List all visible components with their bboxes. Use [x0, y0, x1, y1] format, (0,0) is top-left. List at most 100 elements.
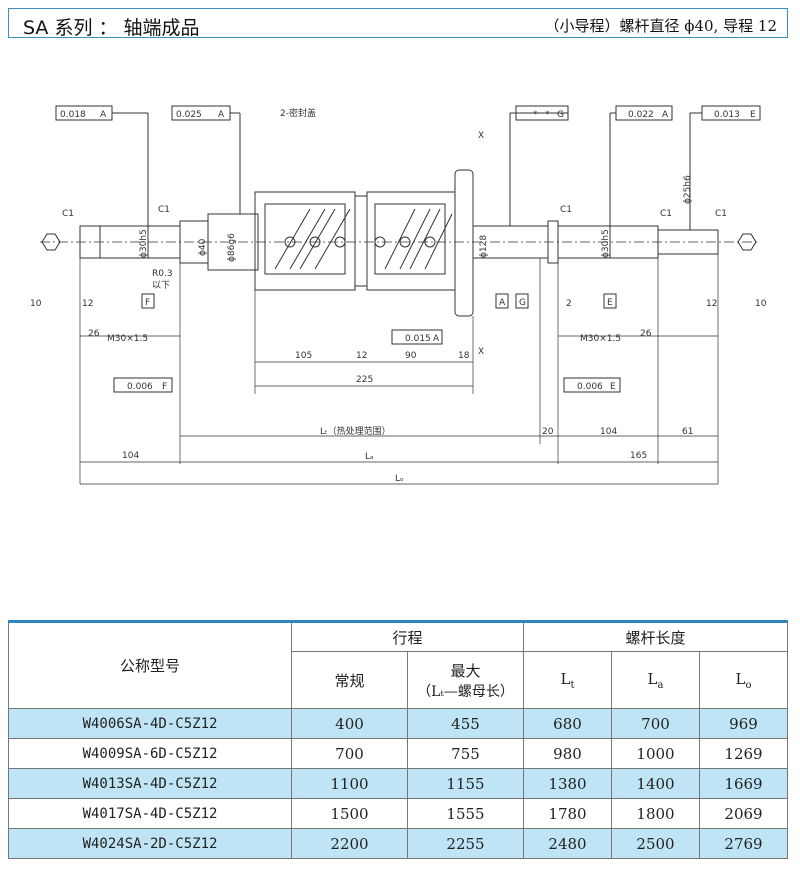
dia-flange: ϕ40 [198, 238, 208, 256]
dim-90: 90 [405, 351, 417, 361]
cell-lo: 969 [699, 708, 788, 739]
table-row: W4013SA-4D-C5Z12 1100 1155 1380 1400 166… [8, 768, 788, 799]
cell-lo: 2069 [699, 798, 788, 829]
cell-max: 2255 [407, 828, 524, 859]
cell-lt: 2480 [523, 828, 612, 859]
tol-flat-3: 0.022 [628, 110, 654, 120]
table-row: W4009SA-6D-C5Z12 700 755 980 1000 1269 [8, 738, 788, 769]
tol-perp-1: 0.015 [405, 334, 431, 344]
label-c1-4: C1 [660, 209, 672, 219]
spec-table-wrap: 公称型号 行程 螺杆长度 常规 最大 （Lₜ—螺母长） Lt La Lo W40… [8, 620, 788, 859]
cell-normal: 1100 [291, 768, 408, 799]
dim-104-left: 104 [122, 451, 139, 461]
cell-model: W4017SA-4D-C5Z12 [8, 798, 292, 829]
label-thread-left: M30×1.5 [107, 334, 148, 344]
cell-max: 1555 [407, 798, 524, 829]
col-stroke: 行程 [291, 621, 524, 652]
cell-la: 1000 [611, 738, 700, 769]
cell-lt: 980 [523, 738, 612, 769]
col-lt-main: L [560, 669, 571, 688]
tol-perp-2: 0.006 [127, 382, 153, 392]
cell-model: W4006SA-4D-C5Z12 [8, 708, 292, 739]
dim-26-right: 26 [640, 329, 652, 339]
cell-la: 1400 [611, 768, 700, 799]
col-lt-sub: t [570, 679, 575, 691]
label-thread-right: M30×1.5 [580, 334, 621, 344]
dim-18: 18 [458, 351, 470, 361]
cell-model: W4024SA-2D-C5Z12 [8, 828, 292, 859]
dim-20: 20 [542, 427, 554, 437]
tol-flat-left: 0.018 [60, 110, 86, 120]
page-spec: （小导程）螺杆直径 ϕ40, 导程 12 [544, 17, 777, 35]
nut-right [366, 191, 456, 291]
section-x-bottom: X [478, 347, 484, 357]
tol-ref-e: E [750, 110, 756, 120]
col-la: La [611, 651, 700, 709]
col-la-sub: a [657, 679, 664, 691]
dia-right: ϕ30h5 [601, 229, 611, 258]
col-lo-main: L [735, 669, 746, 688]
dim-10-right: 10 [755, 299, 767, 309]
cell-normal: 400 [291, 708, 408, 739]
dim-2: 2 [566, 299, 572, 309]
cell-normal: 700 [291, 738, 408, 769]
tol-flat-4: 0.013 [714, 110, 740, 120]
dim-61: 61 [682, 427, 693, 437]
nut-left [254, 191, 356, 291]
col-lo: Lo [699, 651, 788, 709]
label-la: Lₐ [365, 452, 374, 462]
dim-104-right: 104 [600, 427, 617, 437]
col-max: 最大 （Lₜ—螺母长） [407, 651, 524, 709]
label-c1-3: C1 [560, 205, 572, 215]
dim-225: 225 [356, 375, 373, 385]
tol-flat-2: 0.025 [176, 110, 202, 120]
col-max-sub: （Lₜ—螺母长） [417, 683, 514, 700]
spec-table: 公称型号 行程 螺杆长度 常规 最大 （Lₜ—螺母长） Lt La Lo W40… [8, 620, 788, 859]
label-lo: Lₒ [395, 474, 404, 484]
col-lt: Lt [523, 651, 612, 709]
dia-plate: ϕ128 [479, 235, 489, 258]
cell-la: 700 [611, 708, 700, 739]
label-c1-5: C1 [715, 209, 727, 219]
tol-star-2: * [545, 110, 550, 120]
label-lt: Lₜ（热处理范围） [320, 425, 391, 437]
cell-model: W4009SA-6D-C5Z12 [8, 738, 292, 769]
dim-26-left: 26 [88, 329, 100, 339]
tol-perp-3: 0.006 [577, 382, 603, 392]
dim-105: 105 [295, 351, 312, 361]
cell-lt: 1380 [523, 768, 612, 799]
right-end-shaft [657, 229, 719, 255]
tol-ref-a-1: A [100, 110, 107, 120]
tol-ref-e-2: E [610, 382, 616, 392]
page-title: SA 系列 ： 轴端成品 [23, 17, 200, 39]
cell-lt: 680 [523, 708, 612, 739]
cell-la: 1800 [611, 798, 700, 829]
flange-plate [454, 169, 474, 317]
col-normal: 常规 [291, 651, 408, 709]
dim-12-right: 12 [706, 299, 717, 309]
table-row: W4017SA-4D-C5Z12 1500 1555 1780 1800 206… [8, 798, 788, 829]
page-header: SA 系列 ： 轴端成品 （小导程）螺杆直径 ϕ40, 导程 12 [8, 8, 788, 39]
ref-e: E [607, 298, 613, 308]
dia-left: ϕ30h5 [139, 229, 149, 258]
cell-max: 455 [407, 708, 524, 739]
tol-ref-f: F [162, 382, 167, 392]
label-c1-1: C1 [62, 209, 74, 219]
col-max-label: 最大 [450, 661, 481, 680]
col-la-main: L [647, 669, 658, 688]
cell-lo: 2769 [699, 828, 788, 859]
ref-g: G [519, 298, 526, 308]
label-seal: 2-密封盖 [280, 107, 316, 119]
col-model: 公称型号 [8, 621, 292, 709]
tol-ref-g: G [557, 110, 564, 120]
cell-lt: 1780 [523, 798, 612, 829]
label-r2: 以下 [152, 281, 170, 291]
cell-model: W4013SA-4D-C5Z12 [8, 768, 292, 799]
technical-drawing: 0.018 A 0.025 A * * G 0.022 A 0.013 E 0.… [30, 105, 767, 485]
tol-ref-a-3: A [662, 110, 669, 120]
cell-lo: 1269 [699, 738, 788, 769]
label-c1-2: C1 [158, 205, 170, 215]
tol-ref-a-4: A [433, 334, 440, 344]
ref-a: A [499, 298, 506, 308]
section-x-top: X [478, 131, 484, 141]
